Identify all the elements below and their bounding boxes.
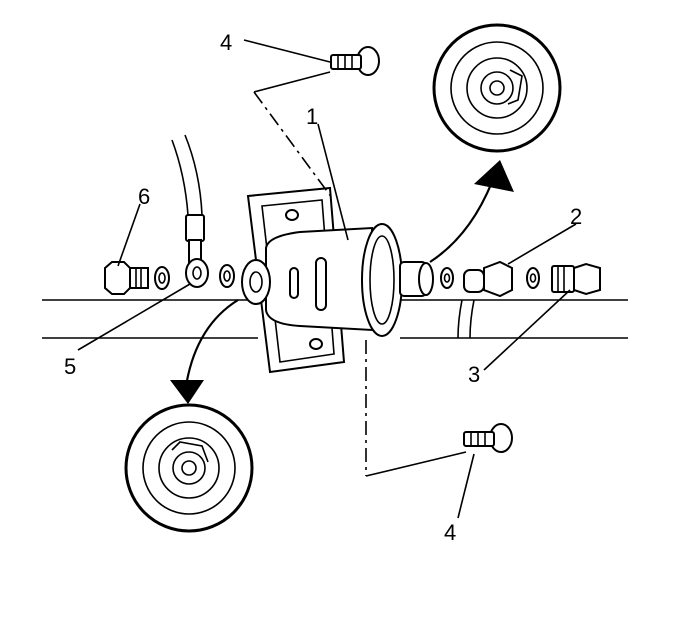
mounting-bolt-top	[330, 46, 380, 76]
mounting-bolt-bottom	[463, 423, 513, 453]
banjo-fitting	[185, 214, 209, 288]
arrow-to-bottom-detail	[170, 299, 239, 404]
fuel-line-fitting	[440, 260, 601, 339]
callout-2: 2	[570, 204, 582, 229]
callout-3: 3	[468, 362, 480, 387]
washers-left	[154, 264, 235, 290]
callout-4-bottom: 4	[444, 520, 456, 545]
callout-5: 5	[64, 354, 76, 379]
banjo-bolt	[104, 261, 149, 295]
callout-4-top: 4	[220, 30, 232, 55]
leader-lines	[77, 39, 577, 519]
fuel-pipe-upper	[171, 134, 203, 216]
callout-6: 6	[138, 184, 150, 209]
fuel-filter	[241, 223, 434, 337]
bolt-guide-lines	[253, 71, 467, 477]
detail-view-top	[432, 23, 562, 153]
arrow-to-top-detail	[429, 160, 514, 263]
frame-rail	[42, 299, 628, 339]
detail-view-bottom	[124, 403, 254, 533]
callout-1: 1	[306, 104, 318, 129]
